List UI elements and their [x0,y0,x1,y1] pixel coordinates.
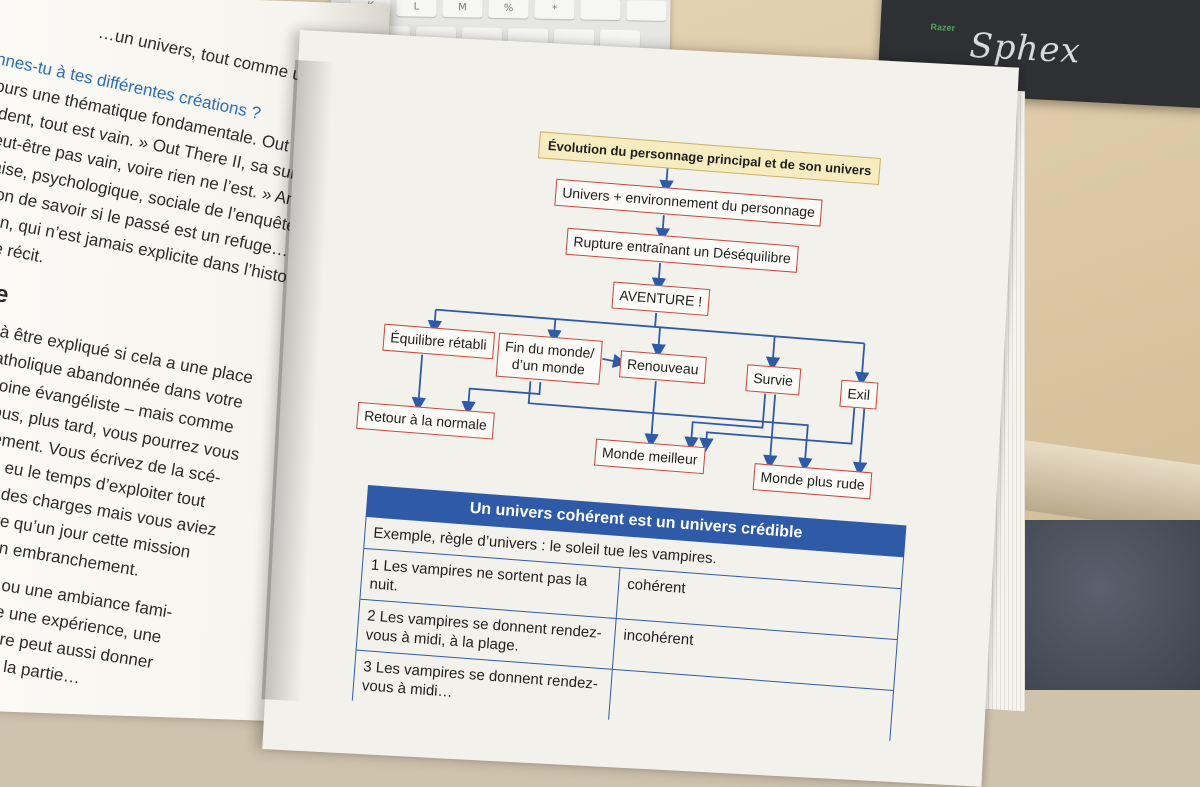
keyboard-row: K L M % * [350,0,667,23]
keyboard-key: L [396,0,437,17]
chair [1020,520,1200,690]
arrow-survie-to-meilleur [684,393,767,452]
arrow-to-equilibre [427,309,443,335]
mousepad-sub-brand: Razer [930,21,956,34]
arrow-survie-to-rude [763,394,778,470]
keyboard-key: * [534,0,575,20]
node-exil: Exil [839,379,878,410]
arrow-to-survie [765,336,781,372]
arrow-exil-to-rude [852,407,868,477]
arrow-title-to-univers [659,168,674,195]
character-evolution-diagram: Évolution du personnage principal et de … [339,100,930,563]
node-fin-du-monde: Fin du monde/ d’un monde [495,332,603,385]
left-page-line: …e [0,275,11,309]
arrow-fin-to-retour [461,382,542,416]
arrow-equilibre-to-retour [411,354,426,412]
coherence-table: Un univers cohérent est un univers crédi… [351,485,907,741]
arrow-to-exil [854,343,870,387]
keyboard-key: % [488,0,529,19]
arrow-exil-to-meilleur [699,406,856,453]
arrow-rupture-to-aventure [651,263,667,293]
arrow-fin-to-renouveau [602,353,628,368]
arrow-aventure-down [654,312,658,327]
keyboard-key [626,0,667,21]
arrow-renouveau-to-meilleur [644,381,659,449]
diagram-arrows [411,168,870,477]
arrow-to-renouveau [651,327,666,359]
arrow-fin-to-rude [527,381,813,473]
arrow-distribution-bar [435,308,865,345]
arrow-to-fin [547,318,562,345]
keyboard-key [580,0,621,21]
node-survie: Survie [745,364,801,396]
mousepad-brand: Sphex [968,25,1082,72]
arrow-univers-to-rupture [655,215,671,243]
keyboard-key: M [442,0,483,18]
